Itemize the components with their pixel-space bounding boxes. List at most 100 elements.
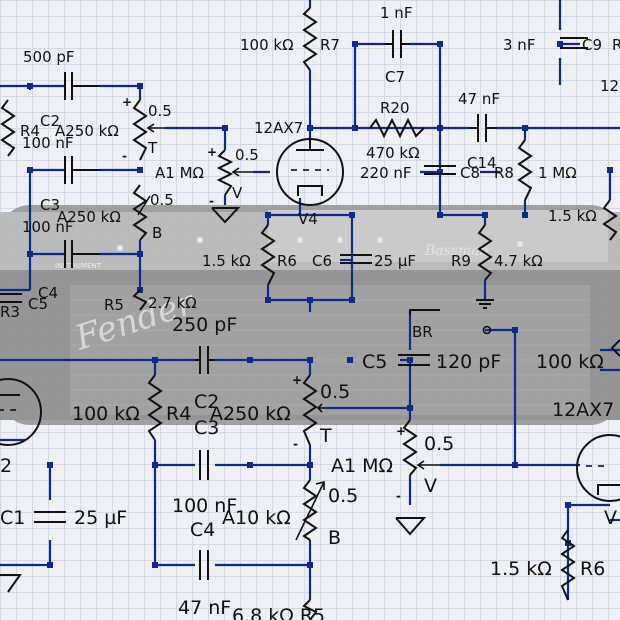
pot-t-a: T [147,139,158,157]
pot-volume-top [216,149,234,196]
capacitor-c14 [470,114,495,142]
c4-main: C4 [190,519,215,541]
c8-value: 220 nF [360,164,412,182]
capacitor-c7 [385,30,410,58]
capacitor-c4-main [199,550,209,580]
br: BR [412,323,433,341]
pot-0-5-c: 0.5 [150,191,174,209]
svg-text:+: + [207,145,217,159]
resistor-r4-top [0,99,16,157]
svg-text:+: + [396,424,406,438]
pot-treble-top [132,99,148,161]
r7-value: 100 kΩ [240,36,294,54]
r8-value: 1 MΩ [538,164,577,182]
capacitor-c8 [424,165,456,175]
a1-top: A1 MΩ [155,164,204,182]
svg-text:-: - [396,489,401,503]
c9-name: C9 [582,36,602,54]
c6-value: 25 µF [374,252,416,270]
c-47nf-main: 47 nF [178,597,231,619]
c4-top-name: C4 [38,284,58,302]
resistor-r20 [369,117,425,139]
c3-100nf-main: 100 nF [172,495,237,517]
b-main: B [328,527,341,549]
resistor-r6-top [260,224,276,286]
r5-top-value: 2.7 kΩ [148,294,197,312]
pot-t-b: T [319,425,332,447]
svg-text:-: - [209,194,214,208]
c7-name: C7 [385,68,405,86]
resistor-right-1k5 [602,199,618,241]
resistor-r8 [517,139,533,201]
svg-text:-: - [122,149,127,163]
capacitor-c5-top [0,293,22,303]
r6-main-name: R6 [580,558,605,580]
resistor-r5-top [132,289,148,311]
b-top: B [152,224,162,242]
r5-main: 6.8 kΩ R5 [232,605,325,620]
r-100k-main: 100 kΩ [72,403,140,425]
r20-name: R20 [380,99,410,117]
pot-0-5-d: 0.5 [320,381,350,403]
tube-top-name: 12AX7 [254,119,303,137]
c9-value: 3 nF [503,36,535,54]
r6-top-value: 1.5 kΩ [202,252,251,270]
c2-main: C2 [194,391,219,413]
pot-treble-main [302,374,318,446]
r5-top-name: R5 [104,296,124,314]
r9-value: 4.7 kΩ [494,252,543,270]
ground-volume-main [395,517,427,536]
pot-volume-main [402,419,418,476]
pot-arrows [137,123,440,541]
resistor-r6-main [560,529,576,601]
capacitor-c6 [340,254,372,264]
a10-main: A10 kΩ [222,507,291,529]
c3-top-name: C3 [40,196,60,214]
panel-instrument: INSTRUMENT [55,262,102,270]
capacitor-c4-top [64,240,100,268]
capacitor-c5-main [398,354,430,366]
c1-value: 25 µF [74,507,127,529]
capacitor-c2-top [64,72,100,100]
r9-name: R9 [451,252,471,270]
pot-v-a: V [232,184,243,202]
c2-top-value: 500 pF [23,48,75,66]
bright-switch [409,309,492,335]
r-right-main-value: 100 kΩ [536,351,604,373]
ground-left-bottom [0,574,22,593]
edge-2: 2 [0,455,12,477]
r8-name: R8 [494,164,514,182]
pot-0-5-f: 0.5 [328,485,358,507]
pot-0-5-a: 0.5 [148,102,172,120]
c14-name: C14 [467,154,497,172]
a250-top: A250 kΩ [55,122,119,140]
capacitor-c1 [34,511,66,523]
svg-text:+: + [292,373,302,387]
resistor-r4-main [147,374,163,441]
a250-main: A250 kΩ [210,403,291,425]
panel-brand: Bassman [424,243,489,259]
resistor-r5-main [302,599,318,620]
edge-v: V [604,507,617,529]
r4-top: R4 [20,122,40,140]
c5-main-value: 120 pF [436,351,501,373]
c-250pf: 250 pF [172,314,237,336]
capacitor-c3-top [64,156,100,184]
r6-top-name: R6 [277,252,297,270]
resistor-r9 [477,224,493,281]
edge-12: 12 [600,77,619,95]
c9-trail: R [612,36,620,54]
pot-bass-main [302,479,318,541]
resistor-right-100k [610,339,620,357]
grounds [0,207,494,593]
svg-text:+: + [122,95,132,109]
svg-text:-: - [293,437,298,451]
tube-v4 [276,138,344,206]
c7-value: 1 nF [380,4,412,22]
tube-left [0,378,42,446]
c3-top-100nf: 100 nF [22,218,74,236]
ground-volume-top [211,207,241,224]
pot-v-b: V [424,475,437,497]
